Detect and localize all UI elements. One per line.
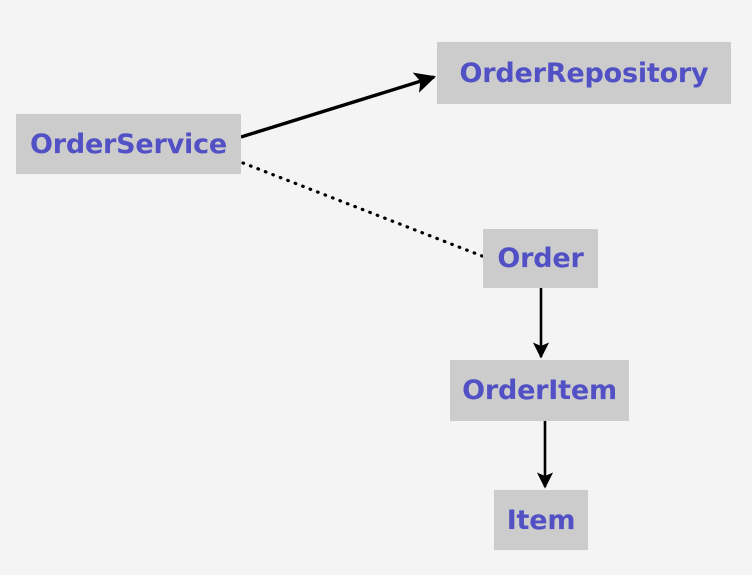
edge-orderservice-orderrepository: [240, 72, 437, 139]
node-orderrepository[interactable]: OrderRepository: [437, 42, 731, 104]
node-label: OrderService: [29, 128, 228, 160]
node-label: OrderRepository: [459, 57, 709, 89]
node-label: Item: [506, 504, 576, 536]
node-order[interactable]: Order: [483, 229, 598, 288]
node-item[interactable]: Item: [494, 490, 588, 550]
edge-orderservice-order: [241, 161, 484, 258]
node-orderitem[interactable]: OrderItem: [450, 360, 629, 421]
node-label: OrderItem: [462, 375, 617, 406]
node-label: Order: [497, 243, 584, 274]
node-orderservice[interactable]: OrderService: [16, 114, 241, 174]
